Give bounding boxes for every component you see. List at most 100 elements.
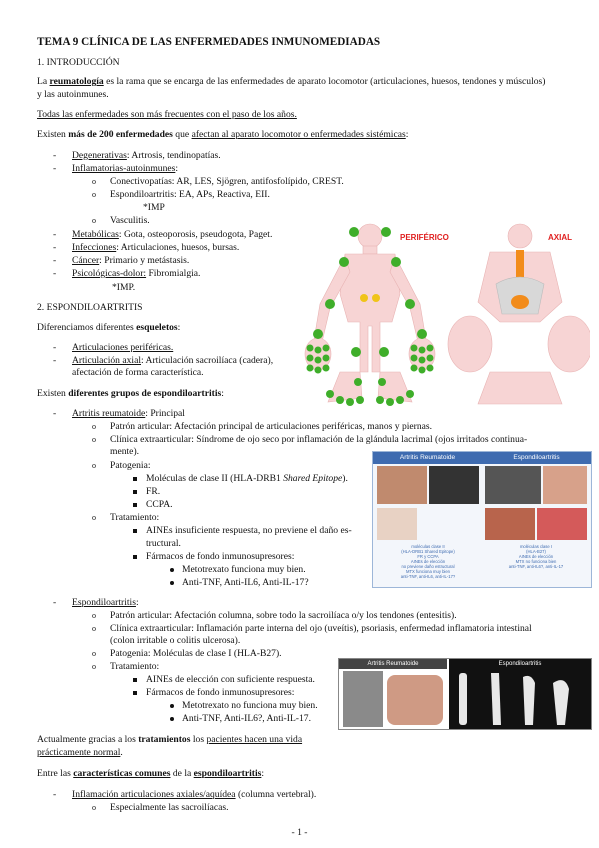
note-imp: *IMP: [143, 202, 165, 213]
ar-ccpa: CCPA.: [146, 499, 173, 510]
bullet-dash: -: [53, 408, 57, 419]
document-title: TEMA 9 CLÍNICA DE LAS ENFERMEDADES INMUN…: [37, 36, 381, 48]
list-item-infecciones: Infecciones: Articulaciones, huesos, bur…: [72, 242, 240, 253]
posture-header-right: Espondiloartritis: [498, 661, 542, 667]
bullet-dash: -: [53, 150, 57, 161]
bullet-square: [133, 678, 137, 682]
paragraph-grupos: Existen diferentes grupos de espondiloar…: [37, 388, 224, 399]
photo-xray-hands: [429, 466, 479, 504]
peripheral-hip-joints: [360, 294, 380, 302]
list-item-perifericas: Articulaciones periféricas.: [72, 342, 174, 353]
bullet-circle: o: [92, 624, 96, 633]
panel-header-right: Espondiloartritis: [482, 452, 591, 464]
ea-anti-tnf: Anti-TNF, Anti-IL6?, Anti-IL-17.: [182, 713, 311, 724]
bullet-circle: o: [92, 662, 96, 671]
ea-farmacos: Fármacos de fondo inmunosupresores:: [146, 687, 295, 698]
list-item-inflamacion-axial: Inflamación articulaciones axiales/aquíd…: [72, 789, 317, 800]
paragraph-actualmente: Actualmente gracias a los tratamientos l…: [37, 734, 303, 745]
paragraph-caracteristicas: Entre las características comunes de la …: [37, 768, 265, 779]
ar-anti-tnf: Anti-TNF, Anti-IL6, Anti-IL-17?: [182, 577, 309, 588]
bullet-dash: -: [53, 229, 57, 240]
comparison-panel: Artritis Reumatoide Espondiloartritis mo…: [372, 451, 592, 588]
bullet-dot: [170, 704, 174, 708]
posture-figure: Artritis Reumatoide Espondiloartritis: [338, 658, 592, 730]
photo-feet: [543, 466, 587, 504]
ea-aines: AINEs de elección con suficiente respues…: [146, 674, 315, 685]
ar-patron-articular: Patrón articular: Afectación principal d…: [110, 421, 433, 432]
panel-header-left: Artritis Reumatoide: [373, 452, 482, 464]
bullet-square: [133, 555, 137, 559]
list-item-conectivopatias: Conectivopatías: AR, LES, Sjögren, antif…: [110, 176, 344, 187]
posture-silhouettes: [459, 673, 569, 725]
bullet-dash: -: [53, 242, 57, 253]
ar-aines: AINEs insuficiente respuesta, no previen…: [146, 525, 352, 536]
photo-eye: [485, 508, 535, 540]
bullet-dash: -: [53, 255, 57, 266]
list-item-espondiloartritis-group: Espondiloartritis:: [72, 597, 139, 608]
intro-paragraph: La reumatología es la rama que se encarg…: [37, 76, 546, 87]
bullet-dash: -: [53, 342, 57, 353]
photo-xray-pelvis: [485, 466, 541, 504]
ar-metotrexato: Metotrexato funciona muy bien.: [182, 564, 306, 575]
ar-clinica-cont: mente).: [110, 446, 140, 457]
bullet-circle: o: [92, 461, 96, 470]
caption-right: moléculas clase I(HLA-B27) AINEs de elec…: [508, 544, 564, 569]
list-item-espondiloartritis: Espondiloartritis: EA, APs, Reactiva, EI…: [110, 189, 270, 200]
ea-metotrexato: Metotrexato no funciona muy bien.: [182, 700, 318, 711]
paragraph-actualmente-cont: prácticamente normal.: [37, 747, 123, 758]
paragraph-esqueletos: Diferenciamos diferentes esqueletos:: [37, 322, 181, 333]
peripheral-label: PERIFÉRICO: [400, 233, 449, 242]
bullet-dash: -: [53, 268, 57, 279]
note-imp: *IMP.: [112, 282, 136, 293]
ea-tratamiento: Tratamiento:: [110, 661, 160, 672]
peripheral-joints: [306, 227, 434, 406]
ea-clinica-cont: (colon irritable o colitis ulcerosa).: [110, 635, 241, 646]
list-item-psicologicas: Psicológicas-dolor: Fibromialgia.: [72, 268, 201, 279]
bullet-square: [133, 490, 137, 494]
list-item-cancer: Cáncer: Primario y metástasis.: [72, 255, 190, 266]
bullet-dash: -: [53, 163, 57, 174]
bullet-square: [133, 503, 137, 507]
ar-patogenia: Patogenia:: [110, 460, 151, 471]
intro-paragraph-cont: y las autoinmunes.: [37, 89, 109, 100]
bullet-circle: o: [92, 422, 96, 431]
bullet-square: [133, 529, 137, 533]
ea-clinica: Clínica extraarticular: Inflamación part…: [110, 623, 532, 634]
ea-patron-articular: Patrón articular: Afectación columna, so…: [110, 610, 457, 621]
ea-patogenia: Patogenia: Moléculas de clase I (HLA-B27…: [110, 648, 282, 659]
ar-aines-cont: tructural.: [146, 538, 181, 549]
bullet-circle: o: [92, 649, 96, 658]
posture-header-left: Artritis Reumatoide: [339, 659, 447, 669]
ar-clinica: Clínica extraarticular: Síndrome de ojo …: [110, 434, 528, 445]
axial-sacrum: [511, 295, 529, 309]
bullet-square: [133, 691, 137, 695]
skeleton-illustration: PERIFÉRICO: [304, 223, 590, 406]
posture-photo-hands: [387, 675, 443, 725]
bullet-circle: o: [92, 611, 96, 620]
ar-fr: FR.: [146, 486, 161, 497]
bullet-circle: o: [92, 190, 96, 199]
bullet-dot: [170, 717, 174, 721]
posture-photo-man: [343, 671, 383, 727]
bullet-circle: o: [92, 513, 96, 522]
list-item-axial: Articulación axial: Articulación sacroil…: [72, 355, 274, 366]
bullet-square: [133, 477, 137, 481]
ar-moleculas: Moléculas de clase II (HLA-DRB1 Shared E…: [146, 473, 348, 484]
ar-tratamiento: Tratamiento:: [110, 512, 160, 523]
list-item-axial-cont: afectación de forma característica.: [72, 367, 204, 378]
section-heading-espondiloartritis: 2. ESPONDILOARTRITIS: [37, 302, 143, 313]
axial-spine: [516, 250, 524, 294]
peripheral-body: [304, 223, 436, 403]
list-item-degenerativas: Degenerativas: Artrosis, tendinopatías.: [72, 150, 221, 161]
paragraph-frecuencia: Todas las enfermedades son más frecuente…: [37, 109, 297, 120]
caption-left: moléculas clase II(HLA-DRB1 Shared Epito…: [400, 544, 456, 579]
section-heading-introduccion: 1. INTRODUCCIÓN: [37, 57, 120, 68]
list-item-sacroiliacas: Especialmente las sacroilíacas.: [110, 802, 229, 813]
page-number: - 1 -: [291, 827, 308, 838]
bullet-circle: o: [92, 177, 96, 186]
bullet-dash: -: [53, 355, 57, 366]
bullet-dot: [170, 581, 174, 585]
photo-colon: [537, 508, 587, 540]
bullet-dash: -: [53, 789, 57, 800]
